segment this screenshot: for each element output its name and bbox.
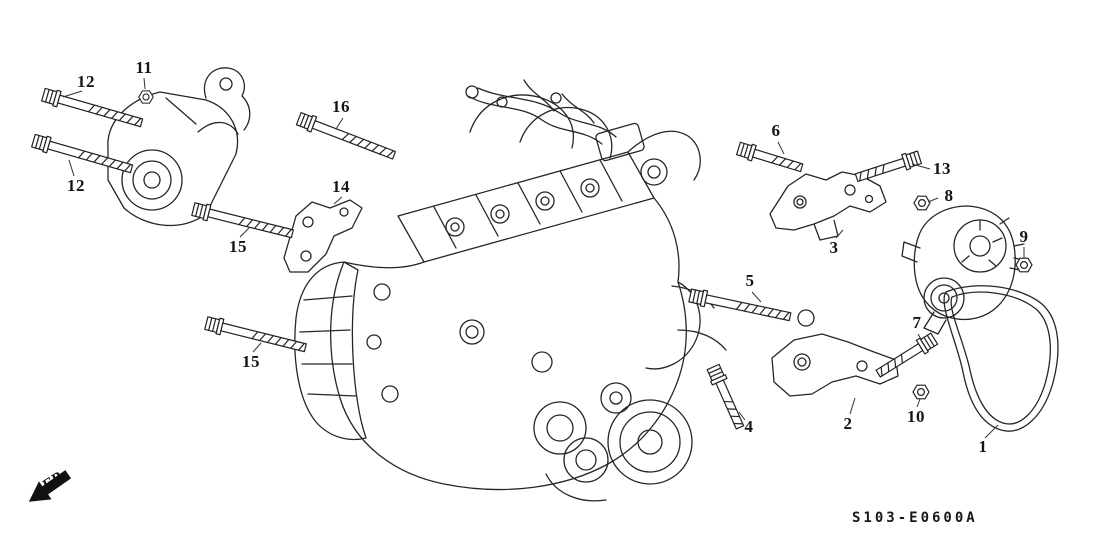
front-direction-arrow-icon (28, 470, 72, 502)
nut-10-icon (912, 384, 930, 400)
leader-line (239, 227, 250, 238)
bolt-15a-icon (190, 200, 295, 243)
leader-line (984, 424, 999, 439)
bolt-6-icon (735, 140, 805, 177)
leader-line (911, 163, 931, 170)
engine-illustration (294, 79, 815, 502)
leader-line (143, 77, 146, 90)
alternator-illustration (901, 205, 1025, 335)
diagram-part-code: S103-E0600A (852, 510, 978, 526)
bolt-illustrations (30, 86, 940, 432)
belt-illustration (943, 285, 1059, 432)
leader-line (68, 159, 75, 177)
nut-11-icon (138, 90, 154, 104)
leader-line (777, 141, 785, 155)
leader-line (849, 397, 856, 415)
leader-line (62, 90, 83, 98)
leader-lines (62, 77, 1025, 439)
leader-line (335, 117, 344, 130)
leader-line (835, 229, 844, 239)
bracket-3-illustration (769, 171, 887, 241)
bolt-16-icon (295, 110, 398, 164)
leader-line (333, 196, 343, 205)
bracket-2-illustration (771, 333, 899, 397)
bracket-14-illustration (283, 199, 363, 273)
starter-motor-illustration (107, 67, 251, 227)
nut-9-icon (1015, 257, 1033, 273)
leader-line (751, 291, 762, 303)
leader-line (738, 411, 746, 421)
bolt-12b-icon (30, 132, 135, 178)
bolt-4-icon (705, 363, 748, 432)
leader-line (927, 197, 939, 203)
bolt-12a-icon (40, 86, 145, 132)
leader-line (917, 333, 923, 342)
leader-line (916, 398, 921, 408)
nut-illustrations (138, 90, 1033, 400)
leader-line (252, 342, 262, 353)
bolt-13-icon (853, 149, 923, 186)
nut-8-icon (913, 195, 931, 211)
bolt-5-icon (687, 287, 793, 326)
